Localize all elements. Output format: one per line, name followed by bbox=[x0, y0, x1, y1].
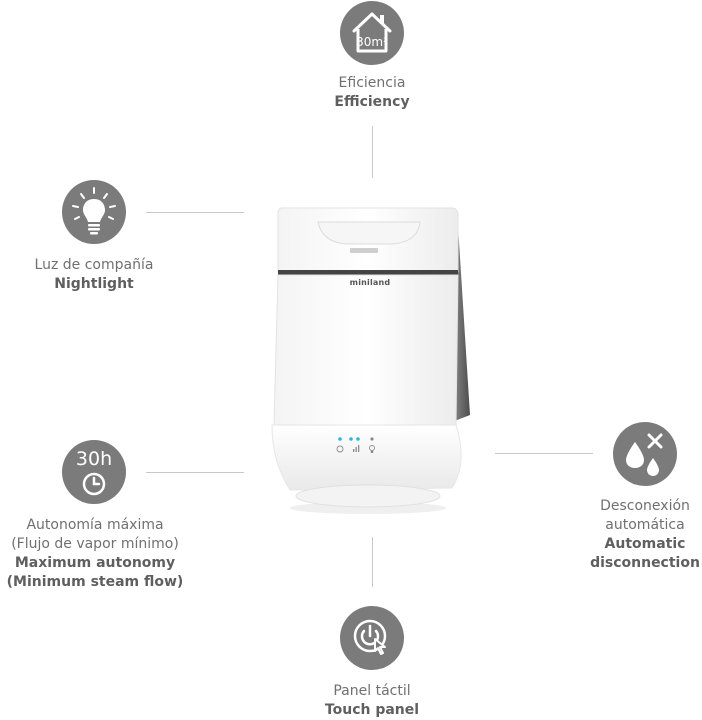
humidifier-product-image: miniland bbox=[262, 200, 474, 520]
efficiency-label-es: Eficiencia bbox=[338, 75, 406, 91]
autonomy-label-es-1: Autonomía máxima bbox=[26, 517, 164, 533]
touch-connector bbox=[372, 537, 373, 587]
disconnection-label-en-2: disconnection bbox=[590, 555, 700, 571]
disconnection-label: Desconexión automática Automatic disconn… bbox=[568, 497, 702, 573]
disconnection-label-es-2: automática bbox=[605, 517, 685, 533]
touch-label-es: Panel táctil bbox=[333, 683, 411, 699]
nightlight-label-en: Nightlight bbox=[54, 276, 134, 292]
efficiency-label-en: Efficiency bbox=[334, 94, 410, 110]
autonomy-hours-text: 30h bbox=[75, 448, 113, 470]
disconnection-label-es-1: Desconexión bbox=[600, 498, 690, 514]
efficiency-connector bbox=[372, 126, 373, 178]
house-icon bbox=[352, 12, 392, 53]
disconnection-label-en-1: Automatic bbox=[604, 536, 686, 552]
touch-icon-circle bbox=[340, 606, 404, 670]
humidifier-illustration bbox=[271, 207, 470, 514]
disconnection-icon-circle bbox=[613, 422, 677, 486]
water-drops-off-icon bbox=[626, 433, 663, 476]
brand-logo-text: miniland bbox=[349, 278, 391, 287]
nightlight-label: Luz de compañía Nightlight bbox=[14, 256, 174, 294]
touch-label-en: Touch panel bbox=[324, 702, 420, 718]
clock-icon bbox=[82, 472, 106, 496]
disconnection-connector bbox=[495, 453, 593, 454]
autonomy-label-en-2: (Minimum steam flow) bbox=[6, 574, 184, 590]
autonomy-label-en-1: Maximum autonomy bbox=[14, 555, 176, 571]
touch-power-icon bbox=[353, 619, 387, 655]
nightlight-connector bbox=[146, 212, 244, 213]
touch-label: Panel táctil Touch panel bbox=[292, 682, 452, 720]
autonomy-label: Autonomía máxima (Flujo de vapor mínimo)… bbox=[0, 516, 190, 592]
autonomy-label-es-2: (Flujo de vapor mínimo) bbox=[11, 536, 179, 552]
house-area-text: 30m² bbox=[356, 35, 388, 49]
autonomy-icon-circle: 30h bbox=[62, 440, 126, 504]
nightlight-icon-circle bbox=[62, 180, 126, 244]
lightbulb-icon bbox=[72, 187, 116, 235]
efficiency-icon-circle: 30m² bbox=[340, 1, 404, 65]
nightlight-label-es: Luz de compañía bbox=[34, 257, 154, 273]
autonomy-connector bbox=[146, 472, 244, 473]
efficiency-label: Eficiencia Efficiency bbox=[292, 74, 452, 112]
